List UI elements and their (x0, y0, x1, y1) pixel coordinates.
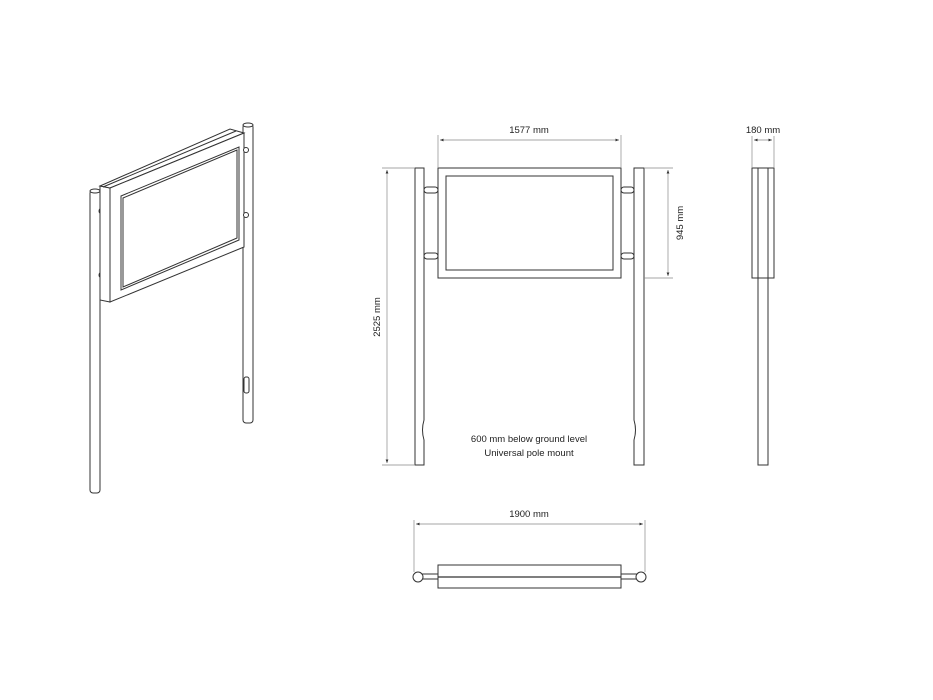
top-right-pole (635, 571, 647, 583)
front-view: 1577 mm 945 mm 2525 mm 600 mm below grou… (372, 125, 686, 466)
iso-panel-side (99, 185, 111, 303)
front-left-pole (414, 167, 425, 466)
note-pole-mount: Universal pole mount (484, 448, 574, 459)
isometric-view (89, 122, 254, 494)
note-ground-level: 600 mm below ground level (471, 434, 587, 445)
side-pole (757, 167, 769, 466)
side-view: 180 mm (746, 125, 780, 466)
front-right-pole (633, 167, 645, 466)
depth-label: 180 mm (746, 125, 780, 136)
panel-width-label: 1577 mm (509, 125, 549, 136)
top-view: 1900 mm (412, 509, 647, 589)
panel-height-label: 945 mm (675, 206, 686, 240)
total-height-label: 2525 mm (372, 297, 383, 337)
iso-left-pole (89, 189, 101, 494)
total-width-label: 1900 mm (509, 509, 549, 520)
top-left-pole (412, 571, 424, 583)
front-panel-window (445, 175, 614, 271)
